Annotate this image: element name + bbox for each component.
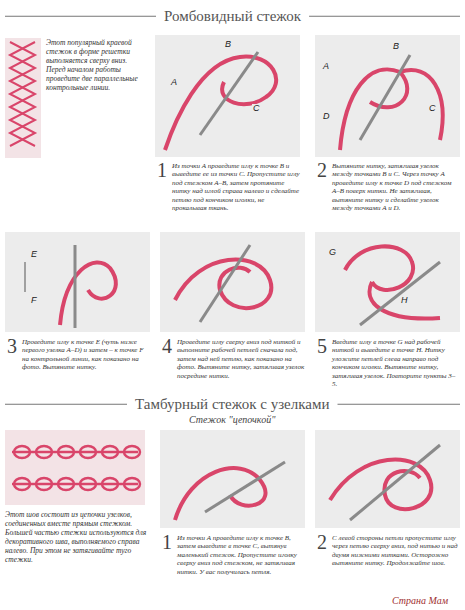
thread: [330, 460, 431, 510]
point-letter: H: [400, 296, 409, 306]
intro-text: Этот шов состоит из цепочки узелков, сое…: [5, 510, 150, 564]
needle: [200, 245, 250, 322]
stitch-sample: [10, 42, 35, 146]
step-number: 2: [317, 160, 327, 180]
point-letter: F: [30, 296, 38, 306]
needle: [360, 55, 410, 140]
needle: [205, 462, 285, 512]
step-text: Из точки A проведите иглу к точке B, зат…: [177, 534, 305, 576]
heading-rule: [338, 404, 461, 405]
needle: [350, 445, 440, 520]
heading-rule: [5, 404, 127, 405]
watermark: Страна Мам: [392, 595, 448, 606]
step-number: 1: [157, 160, 167, 180]
point-letter: B: [224, 40, 232, 50]
needle: [74, 245, 77, 328]
step-text: Из точки A проведите иглу к точке B и вы…: [172, 162, 300, 212]
step-photo: [160, 232, 305, 332]
subheading: Стежок "цепочкой": [189, 414, 275, 425]
step-number: 4: [162, 336, 172, 356]
step-photo: [315, 232, 460, 332]
point-letter: C: [252, 104, 261, 114]
thread: [175, 468, 266, 520]
point-letter: E: [30, 250, 38, 260]
step-text: Вытяните нитку, затягивая узелок между т…: [332, 162, 460, 212]
step-number: 1: [162, 532, 172, 552]
section-heading: Тамбурный стежок с узелками: [135, 396, 330, 413]
step-photo: [5, 232, 150, 332]
needle: [200, 52, 258, 135]
step-photo: [315, 35, 460, 157]
step-text: Проведите иглу сверху вниз под ниткой и …: [177, 338, 305, 380]
step-photo: [155, 35, 300, 157]
point-letter: D: [322, 112, 331, 122]
point-letter: G: [328, 248, 337, 258]
step-photo: [160, 430, 305, 528]
stitch-sample: [10, 42, 35, 146]
thread: [345, 246, 440, 318]
step-number: 3: [7, 336, 17, 356]
step-text: С левой стороны петли пропустите иглу че…: [332, 534, 460, 568]
chain-sample: [12, 446, 140, 490]
step-text: Введите иглу в точке G над рабочей нитко…: [332, 338, 460, 388]
needle: [360, 262, 440, 325]
step-number: 2: [317, 532, 327, 552]
step-photo: [315, 430, 460, 528]
step-number: 5: [317, 336, 327, 356]
point-letter: A: [170, 78, 178, 88]
heading-rule: [309, 16, 460, 17]
point-letter: A: [322, 62, 330, 72]
point-letter: B: [392, 42, 400, 52]
point-letter: C: [428, 104, 437, 114]
thread: [60, 262, 116, 325]
guide-line: [25, 262, 26, 292]
heading-rule: [5, 16, 156, 17]
thread: [340, 69, 443, 150]
step-text: Проведите иглу к точке E (чуть ниже перв…: [22, 338, 150, 372]
fabric-sample: [5, 430, 145, 505]
page-heading: Ромбовидный стежок: [164, 8, 301, 25]
fabric-sample: [5, 38, 41, 158]
intro-text: Этот популярный краевой стежок в форме р…: [46, 38, 146, 92]
